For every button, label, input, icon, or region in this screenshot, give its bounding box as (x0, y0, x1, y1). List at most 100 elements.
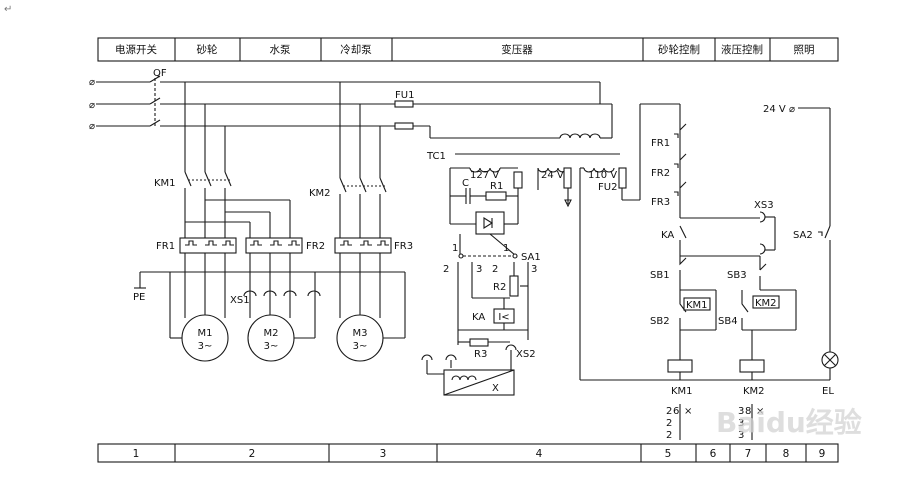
sa1-label: SA1 (521, 252, 541, 263)
v24-terminal: ⌀ (789, 104, 795, 115)
xref-km1-e: 2 (666, 430, 672, 441)
sa1-term-3a: 3 (476, 264, 482, 275)
motor-branch-1: KM1 FR1 M1 3~ FR2 XS1 M2 3~ (154, 82, 325, 362)
xref-km2-c: × (756, 406, 764, 417)
paragraph-mark: ↵ (4, 4, 13, 15)
m3-phase: 3~ (353, 341, 368, 352)
pe-ground: PE (133, 271, 330, 339)
transformer-section: FU1 TC1 127 V C R1 1 (394, 90, 640, 396)
fr2-contact-label: FR2 (651, 168, 670, 179)
sa1-term-1a: 1 (452, 243, 458, 254)
sa1-term-2a: 2 (443, 264, 449, 275)
fr3-contact-label: FR3 (651, 197, 670, 208)
header-cell-grinder: 砂轮 (197, 43, 218, 56)
m3-label: M3 (353, 328, 368, 339)
sa2-label: SA2 (793, 230, 813, 241)
fr1-contact-label: FR1 (651, 138, 670, 149)
header-cell-coolant-pump: 冷却泵 (340, 43, 372, 56)
km2-aux-label: KM2 (755, 298, 777, 309)
ka-relay-symbol: I< (498, 312, 509, 323)
xs3-label: XS3 (754, 200, 774, 211)
header-cell-hydraulic-control: 液压控制 (721, 43, 763, 56)
el-label: EL (822, 386, 834, 397)
km2-coil-label: KM2 (743, 386, 765, 397)
rectifier-bridge (475, 211, 505, 235)
x-label: X (492, 383, 499, 394)
header-cell-water-pump: 水泵 (270, 44, 291, 56)
mains-input: ⌀ ⌀ ⌀ QF (89, 68, 612, 132)
km2-label: KM2 (309, 188, 331, 199)
footer-cell-9: 9 (819, 448, 826, 460)
footer-cell-4: 4 (536, 448, 543, 460)
km1-coil-label: KM1 (671, 386, 693, 397)
m2-phase: 3~ (264, 341, 279, 352)
footer-cell-2: 2 (249, 448, 256, 460)
terminal-l2: ⌀ (89, 100, 95, 111)
km2-coil (739, 359, 765, 373)
xref-km2-b: 8 (745, 406, 751, 417)
header-table: 电源开关 砂轮 水泵 冷却泵 变压器 砂轮控制 液压控制 照明 (97, 37, 839, 62)
km1-coil (667, 359, 693, 373)
xref-km1-a: 2 (666, 406, 672, 417)
xref-km1-b: 6 (673, 406, 679, 417)
ka-contact-label: KA (661, 230, 674, 241)
v110-label: 110 V (588, 170, 617, 181)
xref-km2-a: 3 (738, 406, 744, 417)
sa1-term-3b: 3 (531, 264, 537, 275)
watermark-logo: Baidu经验 (716, 406, 862, 439)
terminal-l3: ⌀ (89, 121, 95, 132)
xs1-label: XS1 (230, 295, 250, 306)
sb1-label: SB1 (650, 270, 670, 281)
footer-cell-8: 8 (783, 448, 790, 460)
xs2-label: XS2 (516, 349, 536, 360)
header-cell-lighting: 照明 (794, 44, 815, 56)
m2-label: M2 (264, 328, 279, 339)
m1-phase: 3~ (198, 341, 213, 352)
v24-supply-label: 24 V (763, 104, 786, 115)
footer-table: 1 2 3 4 5 6 7 8 9 (97, 443, 839, 463)
header-cell-grinder-control: 砂轮控制 (658, 43, 700, 56)
footer-cell-1: 1 (133, 448, 140, 460)
qf-label: QF (153, 68, 167, 79)
fr3-label: FR3 (394, 241, 413, 252)
sa1-term-1b: 1 (503, 243, 509, 254)
km1-aux-label: KM1 (686, 300, 708, 311)
footer-cell-3: 3 (380, 448, 387, 460)
control-section: FR1 FR2 FR3 XS3 KA SB1 KM1 SB2 KM1 SB3 (580, 82, 830, 397)
lighting-section: 24 V ⌀ SA2 EL (763, 104, 839, 397)
pe-label: PE (133, 292, 145, 303)
footer-cell-6: 6 (710, 448, 717, 460)
m1-label: M1 (198, 328, 213, 339)
fr2-label: FR2 (306, 241, 325, 252)
header-cell-power: 电源开关 (115, 43, 157, 56)
sb3-label: SB3 (727, 270, 747, 281)
fu1-fuse-a (394, 100, 414, 108)
footer-cell-7: 7 (745, 448, 752, 460)
header-cell-transformer: 变压器 (501, 43, 533, 56)
r3-label: R3 (474, 349, 487, 360)
sb2-label: SB2 (650, 316, 670, 327)
sa1-term-2b: 2 (492, 264, 498, 275)
fu1-label: FU1 (395, 90, 414, 101)
xref-km2-e: 3 (738, 430, 744, 441)
sb4-label: SB4 (718, 316, 738, 327)
xref-km1-c: × (684, 406, 692, 417)
terminal-l1: ⌀ (89, 77, 95, 88)
fu1-fuse-b (394, 122, 414, 130)
tc1-label: TC1 (426, 151, 446, 162)
ka-label: KA (472, 312, 485, 323)
r2-label: R2 (493, 282, 506, 293)
v24-label: 24 V (541, 170, 564, 181)
cross-reference: 2 6 × 2 2 3 8 × 3 3 (666, 404, 764, 441)
v127-label: 127 V (470, 170, 499, 181)
fu2-label: FU2 (598, 182, 617, 193)
xref-km2-d: 3 (738, 418, 744, 429)
fr1-label: FR1 (156, 241, 175, 252)
motor-branch-3: KM2 FR3 M3 3~ (309, 82, 413, 362)
r1-label: R1 (490, 181, 503, 192)
footer-cell-5: 5 (665, 448, 672, 460)
c-label: C (462, 178, 469, 189)
xref-km1-d: 2 (666, 418, 672, 429)
km1-label: KM1 (154, 178, 176, 189)
